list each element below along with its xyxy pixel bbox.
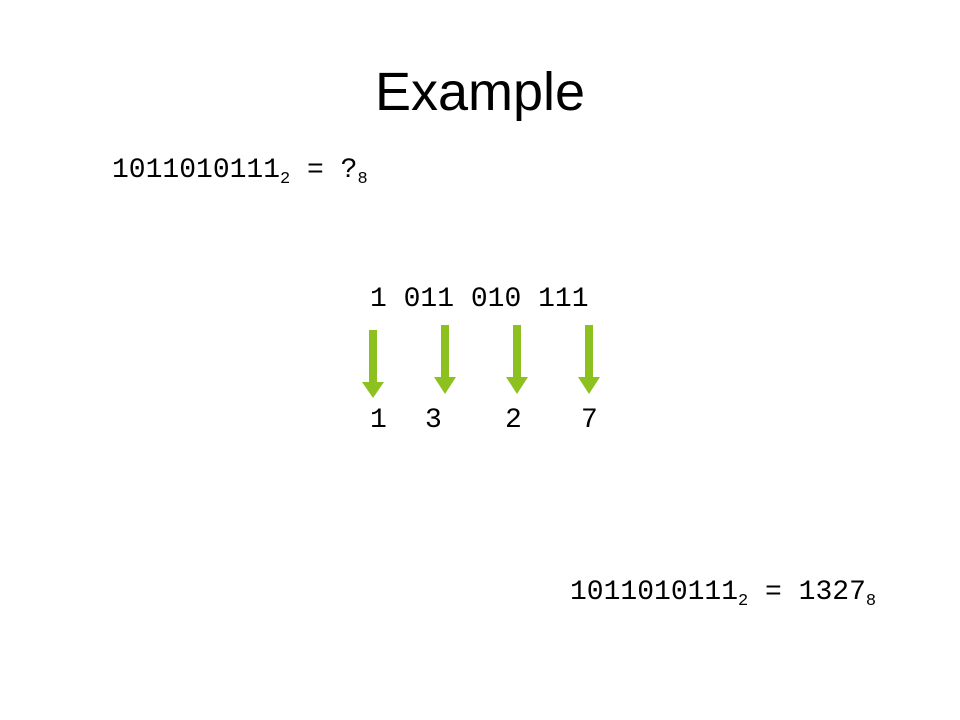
question-unknown: ? xyxy=(340,155,358,186)
arrow-down-icon xyxy=(578,325,600,394)
answer-result: 1327 xyxy=(798,577,866,608)
octal-digit: 3 xyxy=(425,405,442,436)
arrow-down-icon xyxy=(434,325,456,394)
binary-group: 010 xyxy=(470,284,522,315)
question-equation: 10110101112 = ?8 xyxy=(112,154,368,188)
answer-binary: 1011010111 xyxy=(570,577,739,608)
octal-digit: 2 xyxy=(505,405,522,436)
binary-groups: 1 011 010 111 xyxy=(370,283,589,317)
binary-group: 1 xyxy=(370,284,387,315)
octal-digit: 7 xyxy=(581,405,598,436)
answer-result-base: 8 xyxy=(865,592,877,611)
binary-group: 011 xyxy=(403,284,455,315)
answer-equation: 10110101112 = 13278 xyxy=(570,576,876,610)
arrow-down-icon xyxy=(506,325,528,394)
answer-binary-base: 2 xyxy=(738,592,749,611)
question-binary-base: 2 xyxy=(280,170,291,189)
question-target-base: 8 xyxy=(357,170,368,189)
octal-digit: 1 xyxy=(370,405,387,436)
question-equals: = xyxy=(290,155,341,186)
answer-equals: = xyxy=(748,577,799,608)
binary-group: 111 xyxy=(538,284,589,315)
question-binary: 1011010111 xyxy=(112,155,281,186)
arrow-down-icon xyxy=(362,330,384,398)
slide-title: Example xyxy=(374,62,586,122)
